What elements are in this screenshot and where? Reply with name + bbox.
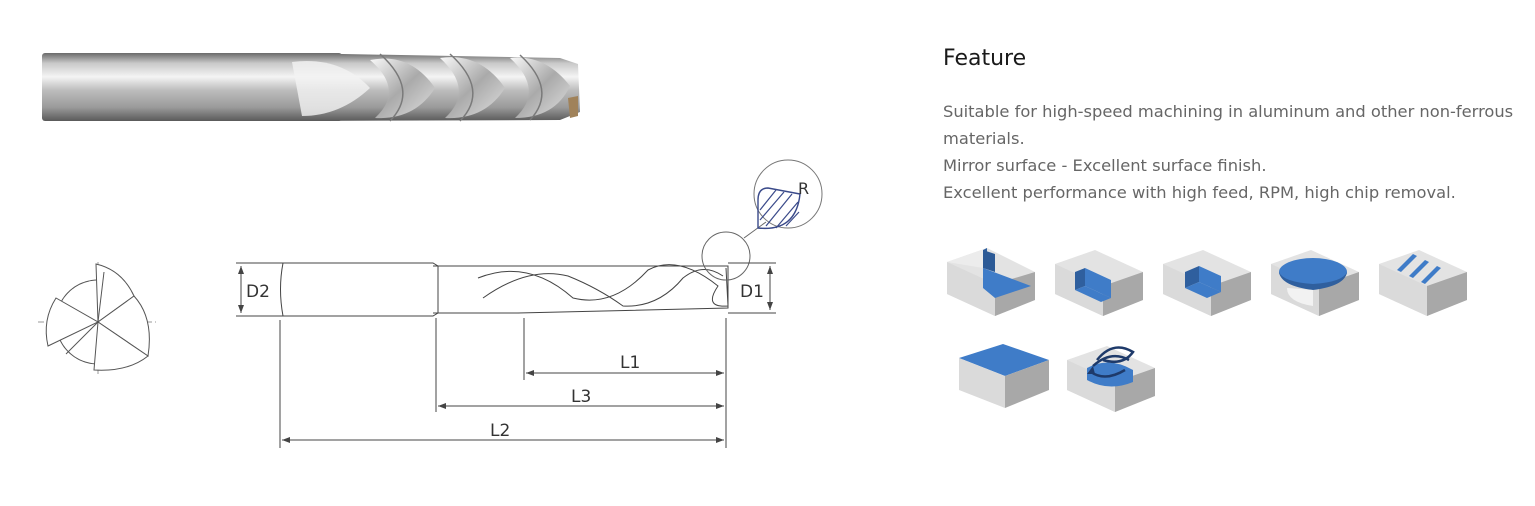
l3-label: L3 (571, 387, 591, 407)
feature-list: Suitable for high-speed machining in alu… (943, 98, 1535, 206)
feature-line: Mirror surface - Excellent surface finis… (943, 156, 1267, 175)
dimension-drawing: R D2 D1 L1 L3 L2 (236, 159, 823, 448)
feature-line: Excellent performance with high feed, RP… (943, 183, 1456, 202)
d2-label: D2 (246, 282, 270, 302)
feature-section: Feature Suitable for high-speed machinin… (943, 42, 1535, 206)
circular-milling-icon (1271, 250, 1359, 316)
helical-milling-icon (1067, 346, 1155, 412)
end-mill-photo (42, 53, 580, 122)
face-milling-icon (959, 344, 1049, 408)
slotting-icon (1055, 250, 1143, 316)
l2-label: L2 (490, 421, 510, 441)
feature-line: Suitable for high-speed machining in alu… (943, 102, 1514, 121)
shoulder-milling-icon (947, 248, 1035, 316)
end-mill-end-view (38, 262, 156, 374)
radius-label: R (798, 179, 809, 198)
feature-title: Feature (943, 46, 1027, 71)
d1-label: D1 (740, 282, 764, 302)
feature-line: materials. (943, 129, 1025, 148)
grooving-icon (1379, 250, 1467, 316)
application-icons (943, 238, 1483, 418)
pocket-milling-icon (1163, 250, 1251, 316)
l1-label: L1 (620, 353, 640, 373)
